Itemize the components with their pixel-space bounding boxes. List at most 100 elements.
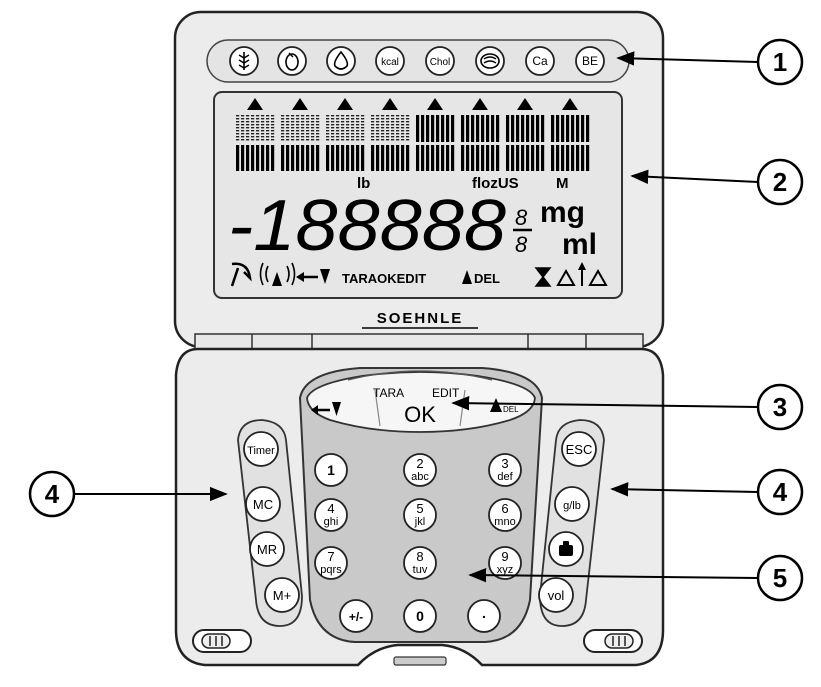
callout-2: 2 [756, 158, 804, 206]
key-letters: jkl [414, 516, 425, 528]
nutrient-icon-kcal: kcal [375, 46, 405, 76]
lcd-bar-column [461, 98, 500, 171]
key-digit: 7 [327, 549, 334, 564]
button-g-lb[interactable]: g/lb [554, 486, 590, 522]
callout-arrow-4-right [610, 482, 759, 497]
right-button-strip [539, 419, 605, 627]
left-button-strip [237, 419, 303, 627]
wheat-icon [238, 52, 250, 70]
key-digit: 9 [501, 549, 508, 564]
nutrient-icon-carbs [475, 46, 505, 76]
button-mr[interactable]: MR [249, 531, 285, 567]
button-m-plus[interactable]: M+ [264, 577, 300, 613]
tara-ok-edit-indicator: TARAOKEDIT [342, 271, 426, 286]
unit-lb: lb [357, 175, 370, 192]
button-mc[interactable]: MC [245, 486, 281, 522]
drop-icon [333, 50, 349, 70]
callout-5: 5 [756, 554, 804, 602]
lcd-digits: -188888 [228, 186, 506, 266]
key-digit: 3 [501, 456, 508, 471]
nutrient-icon-be: BE [575, 46, 605, 76]
button-label: Timer [247, 445, 275, 457]
unit-m: M [556, 175, 569, 192]
nutrient-label: Chol [430, 57, 451, 68]
button-label: g/lb [563, 500, 581, 512]
ok-button[interactable]: OK [404, 402, 436, 427]
key-decimal[interactable]: . [467, 599, 501, 633]
key-0[interactable]: 0 [403, 599, 437, 633]
button-label: vol [548, 588, 565, 603]
key-digit: 2 [416, 456, 423, 471]
button-timer[interactable]: Timer [243, 431, 279, 467]
right-slide-switch[interactable] [583, 629, 643, 653]
up-arrow-icon [462, 270, 472, 284]
back-arrow-icon [296, 269, 330, 284]
button-label: ESC [566, 442, 593, 457]
nutrient-icon-fat [326, 46, 356, 76]
button-label: M+ [273, 588, 291, 603]
unit-mg: mg [540, 196, 585, 229]
key-digit: 1 [327, 462, 335, 478]
callout-arrow-5 [468, 567, 759, 583]
lcd-bar-column [326, 98, 365, 171]
nutrient-label: kcal [381, 57, 399, 68]
callout-arrow-1 [616, 51, 759, 66]
callouts: 1 2 3 4 4 5 [28, 38, 804, 602]
lcd-display [213, 91, 623, 299]
button-vol[interactable]: vol [538, 577, 574, 613]
lcd-bar-column [281, 98, 320, 171]
callout-number: 4 [773, 477, 788, 507]
nutrient-icon-fibre [229, 46, 259, 76]
button-label: MC [253, 497, 273, 512]
key-letters: mno [494, 516, 515, 528]
callout-number: 4 [45, 479, 60, 509]
signal-icon [259, 262, 296, 286]
key-letters: def [497, 471, 513, 483]
hourglass-icon [534, 267, 552, 287]
edit-label[interactable]: EDIT [432, 386, 460, 400]
callout-4-left: 4 [28, 470, 76, 518]
nutrient-label: BE [582, 54, 598, 68]
lcd-bar-graph [236, 98, 590, 171]
nutrient-icon-protein [277, 46, 307, 76]
button-tare-weight[interactable] [548, 531, 584, 567]
del-key-icon[interactable] [490, 398, 502, 412]
del-key-label[interactable]: DEL [503, 405, 519, 414]
callout-number: 1 [773, 47, 787, 77]
unit-ml: ml [562, 228, 597, 261]
key-letters: xyz [497, 564, 514, 576]
key-digit: 4 [327, 501, 334, 516]
key-plus-minus[interactable]: +/- [339, 599, 373, 633]
left-slide-switch[interactable] [192, 629, 252, 653]
key-digit: +/- [349, 610, 363, 624]
key-letters: ghi [324, 516, 339, 528]
function-buttons: ESC g/lb vol [538, 431, 597, 613]
key-1[interactable]: 1 [314, 453, 348, 487]
button-label: MR [257, 542, 277, 557]
tara-label[interactable]: TARA [373, 386, 404, 400]
del-indicator: DEL [474, 271, 500, 286]
key-digit: . [482, 605, 486, 621]
key-digit: 6 [501, 501, 508, 516]
callout-number: 2 [773, 167, 787, 197]
key-digit: 5 [416, 501, 423, 516]
lcd-bar-column [236, 98, 275, 171]
callout-3: 3 [756, 383, 804, 431]
button-esc[interactable]: ESC [561, 431, 597, 467]
nutrient-strip [206, 39, 630, 83]
satellite-icon [230, 262, 252, 287]
key-letters: tuv [413, 564, 428, 576]
lcd-fraction-bottom: 8 [515, 232, 528, 257]
back-key-icon[interactable] [311, 402, 341, 416]
callout-1: 1 [756, 38, 804, 86]
callout-number: 5 [773, 563, 787, 593]
